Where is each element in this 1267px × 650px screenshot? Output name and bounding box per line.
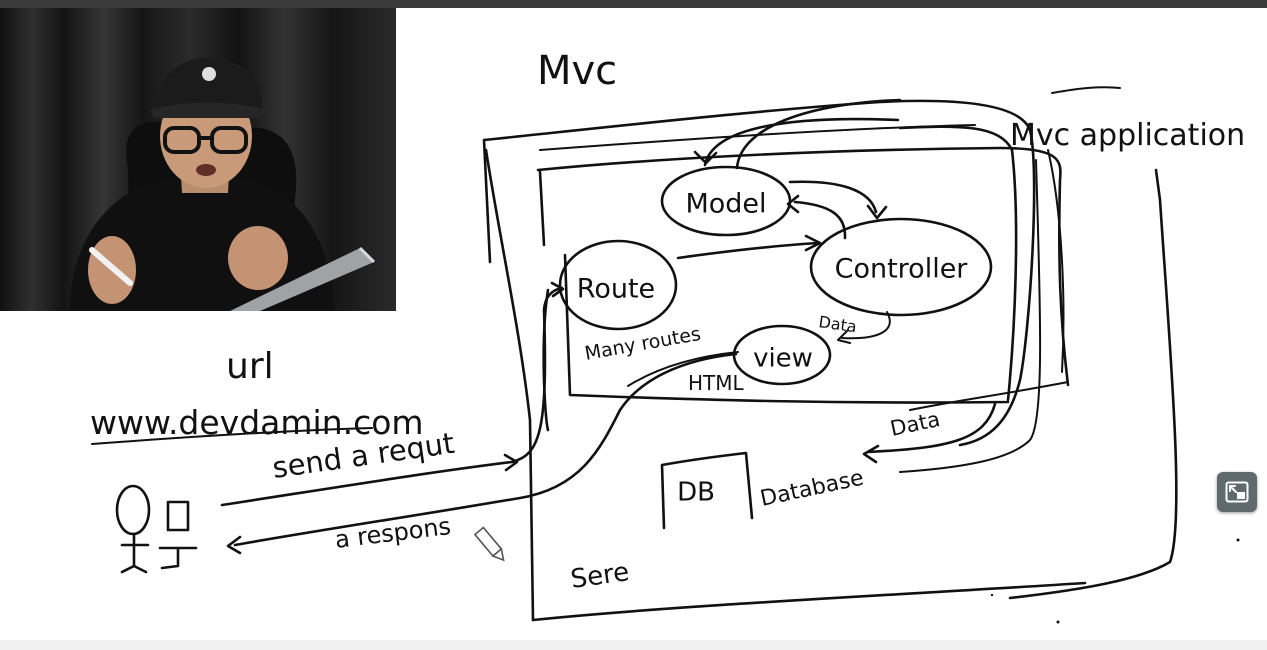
database-to-controller-line [899, 159, 1042, 473]
mvc-inner-box [536, 125, 1070, 404]
controller-to-view-arrow [837, 311, 891, 344]
controller-node [809, 217, 993, 317]
application-label-mark [1051, 86, 1121, 94]
client-computer [158, 500, 198, 570]
many-routes-label: Many routes [583, 323, 703, 365]
model-label: Model [685, 189, 766, 220]
view-label: view [753, 344, 813, 374]
pen-cursor-icon [473, 526, 505, 562]
html-label: HTML [688, 371, 745, 395]
application-label: Mvc application [1010, 118, 1245, 153]
db-node [660, 451, 754, 530]
video-top-bar [0, 0, 1267, 8]
request-arrow [220, 281, 565, 507]
stray-dot [1056, 620, 1060, 624]
route-node [558, 239, 678, 331]
db-label: DB [677, 478, 715, 508]
mvc-inner-box-accent [539, 124, 1065, 373]
website-underline [91, 427, 373, 445]
controller-to-model-arrow [788, 180, 888, 220]
controller-to-model-loop-arrow [693, 98, 902, 170]
url-label: url [226, 346, 274, 387]
video-bottom-bar [0, 640, 1267, 650]
presenter-webcam [0, 8, 396, 311]
view-to-route-arrow [627, 351, 739, 387]
data-view-label: Data [817, 312, 857, 336]
presenter-image [0, 8, 396, 311]
server-boundary [531, 168, 1178, 622]
stray-dot [1236, 538, 1240, 542]
model-to-controller-arrow [786, 194, 847, 240]
route-label: Route [577, 274, 655, 305]
picture-in-picture-exit-icon [1225, 481, 1249, 503]
server-label: Sere [569, 557, 631, 595]
response-label: a respons [333, 512, 452, 554]
client-figure [115, 484, 198, 574]
website-label: www.devdamin.com [90, 403, 424, 442]
response-arrow [226, 352, 738, 555]
data-db-label: Data [888, 407, 942, 441]
controller-label: Controller [835, 254, 969, 285]
database-label: Database [758, 466, 866, 512]
application-boundary [482, 99, 1036, 622]
diagram-title: Mvc [537, 48, 617, 94]
database-divider [909, 381, 1069, 411]
stray-dot [990, 593, 994, 597]
controller-to-database-arrow [862, 402, 997, 464]
route-to-controller-arrow [676, 234, 822, 260]
picture-in-picture-button[interactable] [1217, 472, 1257, 512]
